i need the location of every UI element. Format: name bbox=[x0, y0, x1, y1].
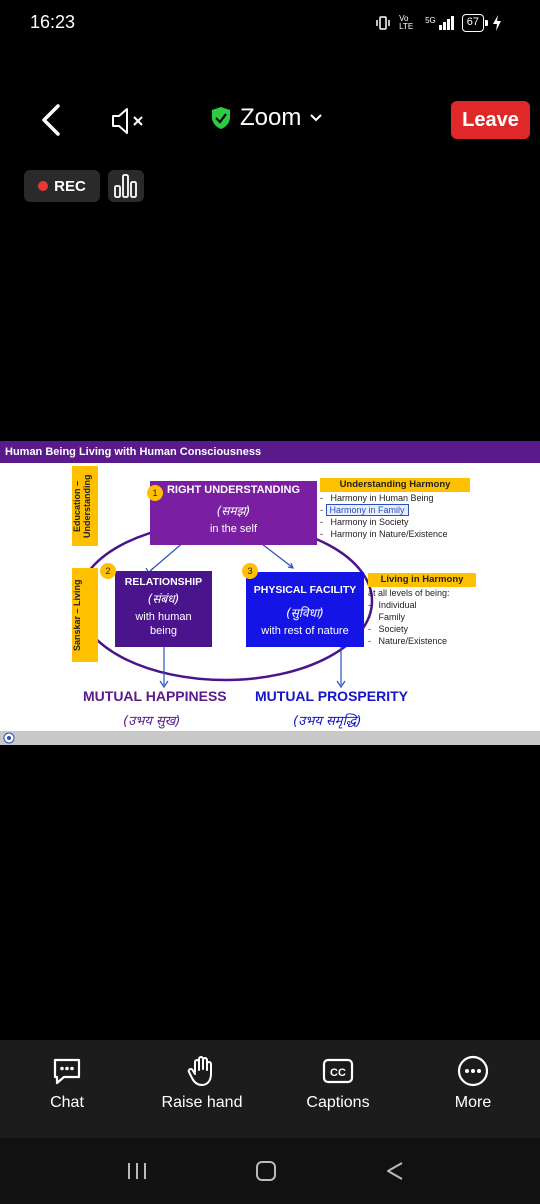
svg-text:CC: CC bbox=[330, 1067, 346, 1079]
list-item: - Individual bbox=[368, 600, 417, 610]
recording-badge: REC bbox=[24, 170, 100, 202]
mutual-prosperity-hindi: (उभय समृद्धि) bbox=[293, 714, 362, 729]
step-2-badge: 2 bbox=[100, 563, 116, 579]
list-item: - Family bbox=[368, 612, 405, 622]
understanding-harmony-panel: Understanding Harmony - Harmony in Human… bbox=[320, 478, 470, 540]
status-bar: 16:23 Vo LTE 5G 67 bbox=[0, 0, 540, 48]
list-item: - Harmony in Society bbox=[320, 517, 409, 527]
relationship-box: RELATIONSHIP (संबंध) with human being bbox=[115, 571, 212, 647]
relationship-title: RELATIONSHIP bbox=[124, 576, 203, 588]
more-button[interactable]: More bbox=[418, 1054, 528, 1112]
rec-label: REC bbox=[54, 177, 86, 195]
audio-level-button[interactable] bbox=[108, 170, 144, 202]
vibrate-icon bbox=[376, 16, 390, 30]
battery-icon: 67 bbox=[461, 14, 489, 32]
signal-label: 5G bbox=[425, 16, 436, 25]
raise-hand-label: Raise hand bbox=[161, 1094, 243, 1111]
right-understanding-sub: in the self bbox=[209, 523, 258, 535]
physical-facility-sub: with rest of nature bbox=[261, 625, 349, 637]
physical-facility-box: PHYSICAL FACILITY (सुविधा) with rest of … bbox=[246, 572, 364, 647]
right-understanding-box: RIGHT UNDERSTANDING (समझ) in the self bbox=[150, 481, 317, 545]
step-1-badge: 1 bbox=[147, 485, 163, 501]
raise-hand-icon bbox=[187, 1056, 212, 1086]
relationship-hindi: (संबंध) bbox=[147, 592, 180, 606]
right-understanding-title: RIGHT UNDERSTANDING bbox=[166, 484, 300, 496]
living-harmony-panel: Living in Harmony at all levels of being… bbox=[368, 573, 478, 647]
verified-shield-icon bbox=[212, 107, 230, 129]
mutual-happiness-label: MUTUAL HAPPINESS bbox=[83, 688, 227, 704]
captions-button[interactable]: CC Captions bbox=[283, 1054, 393, 1112]
chevron-down-icon bbox=[310, 114, 323, 122]
slide-title: Human Being Living with Human Consciousn… bbox=[0, 441, 540, 463]
chat-button[interactable]: Chat bbox=[12, 1054, 122, 1112]
list-item: - Society bbox=[368, 624, 409, 634]
network-label: Vo LTE bbox=[399, 14, 414, 31]
home-icon[interactable] bbox=[254, 1159, 278, 1183]
mutual-prosperity-label: MUTUAL PROSPERITY bbox=[255, 688, 408, 704]
raise-hand-button[interactable]: Raise hand bbox=[147, 1054, 257, 1112]
back-arrow-icon[interactable] bbox=[36, 102, 66, 138]
meeting-title-dropdown[interactable]: Zoom bbox=[210, 104, 323, 132]
meeting-toolbar: Chat Raise hand CC Captions More bbox=[0, 1040, 540, 1138]
physical-facility-hindi: (सुविधा) bbox=[286, 606, 324, 620]
physical-facility-title: PHYSICAL FACILITY bbox=[253, 584, 357, 596]
charging-icon bbox=[493, 15, 501, 31]
signal-icon: 5G bbox=[425, 16, 454, 30]
right-understanding-hindi: (समझ) bbox=[216, 504, 251, 518]
closed-captions-icon: CC bbox=[322, 1058, 354, 1084]
speaker-muted-icon[interactable] bbox=[110, 106, 150, 136]
education-understanding-label: Education – Understanding bbox=[72, 466, 98, 546]
list-item-highlighted: - Harmony in Family bbox=[320, 504, 470, 516]
slide-footer-bar bbox=[0, 731, 540, 745]
understanding-harmony-heading: Understanding Harmony bbox=[320, 478, 470, 492]
logo-icon bbox=[3, 732, 15, 744]
audio-bars-icon bbox=[114, 174, 137, 198]
status-icons: Vo LTE 5G 67 bbox=[375, 14, 502, 32]
more-label: More bbox=[454, 1094, 492, 1111]
step-3-badge: 3 bbox=[242, 563, 258, 579]
list-item: - Harmony in Nature/Existence bbox=[320, 529, 448, 539]
clock: 16:23 bbox=[30, 12, 76, 32]
recent-apps-icon[interactable] bbox=[125, 1159, 149, 1183]
more-icon bbox=[457, 1055, 489, 1087]
relationship-sub: with human being bbox=[135, 611, 192, 637]
back-nav-icon[interactable] bbox=[383, 1159, 407, 1183]
sanskar-living-label: Sanskar – Living bbox=[72, 568, 98, 662]
chat-icon bbox=[53, 1058, 81, 1085]
meeting-title: Zoom bbox=[240, 104, 302, 131]
living-harmony-heading: Living in Harmony bbox=[368, 573, 476, 587]
system-nav-bar bbox=[0, 1138, 540, 1204]
chat-label: Chat bbox=[50, 1094, 84, 1111]
leave-button[interactable]: Leave bbox=[451, 101, 530, 139]
mutual-happiness-hindi: (उभय सुख) bbox=[123, 714, 181, 729]
list-item: - Harmony in Human Being bbox=[320, 493, 434, 503]
meeting-top-bar: Zoom bbox=[0, 90, 540, 150]
shared-screen[interactable]: Human Being Living with Human Consciousn… bbox=[0, 441, 540, 745]
list-item: - Nature/Existence bbox=[368, 636, 448, 646]
captions-label: Captions bbox=[306, 1094, 370, 1111]
living-harmony-intro: at all levels of being: bbox=[368, 588, 450, 598]
record-dot-icon bbox=[38, 181, 49, 191]
